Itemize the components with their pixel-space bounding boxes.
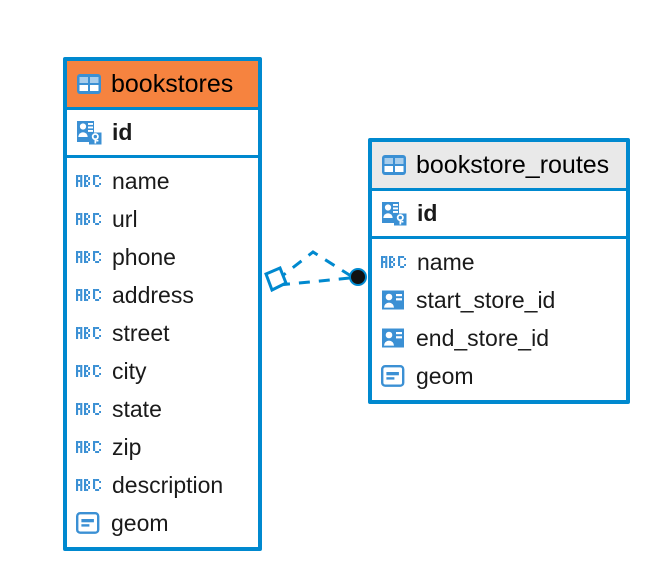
- foreign-key-icon: [381, 327, 407, 349]
- text-field-icon: [381, 255, 408, 269]
- field-row-id[interactable]: id: [67, 110, 258, 155]
- field-row-name[interactable]: name: [67, 162, 258, 200]
- field-label: zip: [112, 433, 142, 460]
- field-list: name start_store_id: [372, 239, 626, 400]
- field-label: city: [112, 357, 147, 384]
- text-field-icon: [76, 326, 103, 340]
- field-row-description[interactable]: description: [67, 466, 258, 504]
- field-label: geom: [416, 362, 474, 389]
- text-field-icon: [76, 174, 103, 188]
- entity-title: bookstores: [111, 69, 234, 98]
- relationship-line-start-store-id[interactable]: [276, 250, 352, 282]
- field-label: description: [112, 471, 224, 498]
- entity-table-bookstores[interactable]: bookstores: [63, 57, 262, 551]
- primary-key-icon: [76, 119, 103, 146]
- text-field-icon: [76, 288, 103, 302]
- field-row-url[interactable]: url: [67, 200, 258, 238]
- geometry-field-icon: [76, 511, 102, 535]
- field-row-start-store-id[interactable]: start_store_id: [372, 281, 626, 319]
- entity-table-bookstore-routes[interactable]: bookstore_routes: [368, 138, 630, 404]
- field-label: url: [112, 205, 138, 232]
- field-row-geom[interactable]: geom: [67, 504, 258, 542]
- field-row-end-store-id[interactable]: end_store_id: [372, 319, 626, 357]
- dot-marker-halo: [349, 268, 367, 286]
- field-label: geom: [111, 509, 169, 536]
- text-field-icon: [76, 212, 103, 226]
- field-label: start_store_id: [416, 286, 556, 313]
- foreign-key-icon: [381, 289, 407, 311]
- field-list: name: [67, 158, 258, 547]
- field-label: name: [417, 248, 475, 275]
- field-label: state: [112, 395, 162, 422]
- field-row-phone[interactable]: phone: [67, 238, 258, 276]
- entity-header[interactable]: bookstores: [67, 61, 258, 107]
- diamond-marker-shape: [264, 266, 288, 293]
- field-label: name: [112, 167, 170, 194]
- field-label: end_store_id: [416, 324, 549, 351]
- entity-header[interactable]: bookstore_routes: [372, 142, 626, 188]
- field-label: id: [417, 200, 438, 226]
- field-row-geom[interactable]: geom: [372, 357, 626, 395]
- field-row-address[interactable]: address: [67, 276, 258, 314]
- field-label: street: [112, 319, 170, 346]
- field-label: phone: [112, 243, 176, 270]
- field-row-id[interactable]: id: [372, 191, 626, 236]
- table-icon: [76, 73, 102, 95]
- primary-key-section: id: [372, 188, 626, 239]
- field-label: id: [112, 119, 133, 145]
- table-icon: [381, 154, 407, 176]
- diamond-marker[interactable]: [264, 266, 288, 293]
- field-label: address: [112, 281, 194, 308]
- primary-key-section: id: [67, 107, 258, 158]
- text-field-icon: [76, 250, 103, 264]
- dot-marker-core: [351, 270, 365, 284]
- field-row-street[interactable]: street: [67, 314, 258, 352]
- field-row-state[interactable]: state: [67, 390, 258, 428]
- field-row-zip[interactable]: zip: [67, 428, 258, 466]
- text-field-icon: [76, 402, 103, 416]
- field-row-city[interactable]: city: [67, 352, 258, 390]
- relationship-line-end-store-id[interactable]: [278, 276, 351, 287]
- text-field-icon: [76, 478, 103, 492]
- text-field-icon: [76, 364, 103, 378]
- dot-marker[interactable]: [349, 268, 367, 286]
- entity-title: bookstore_routes: [416, 150, 610, 179]
- geometry-field-icon: [381, 364, 407, 388]
- primary-key-icon: [381, 200, 408, 227]
- field-row-name[interactable]: name: [372, 243, 626, 281]
- text-field-icon: [76, 440, 103, 454]
